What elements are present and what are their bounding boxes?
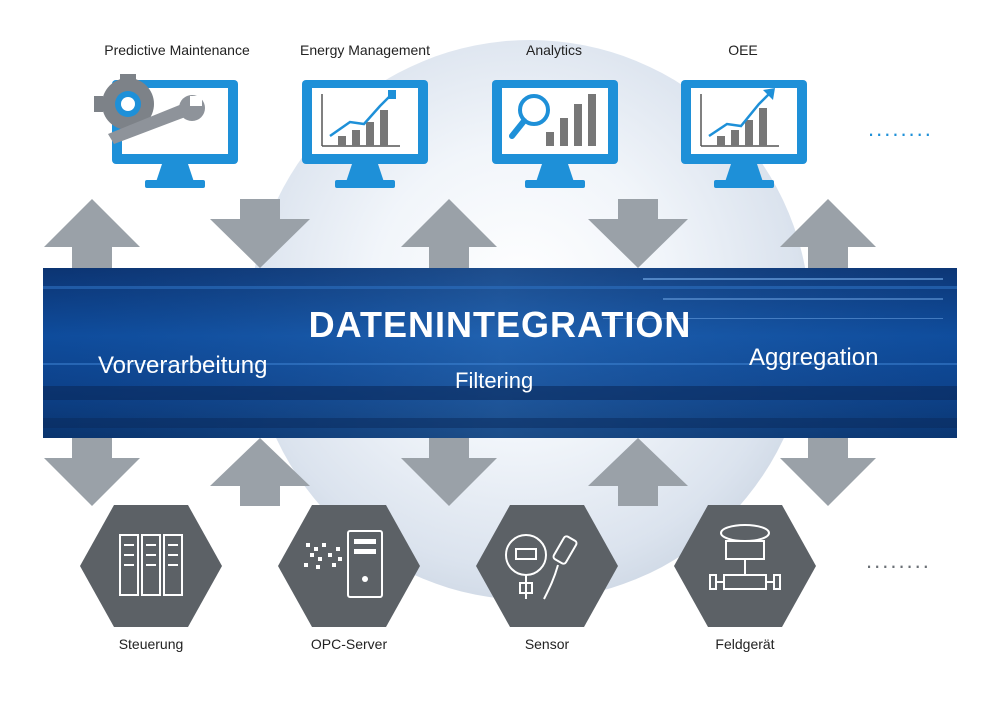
arrow-down-4	[401, 438, 497, 506]
hexagon-feldgeraet	[674, 505, 816, 627]
opc-server-icon	[304, 530, 383, 598]
band-texture	[43, 268, 957, 438]
band-title: DATENINTEGRATION	[308, 304, 692, 345]
label-filtering: Filtering	[455, 368, 534, 393]
oee-chart-icon	[700, 88, 779, 147]
label-predictive-maintenance: Predictive Maintenance	[104, 42, 250, 58]
label-energy-management: Energy Management	[300, 42, 430, 58]
arrow-up-2	[401, 199, 497, 268]
gear-wrench-icon	[94, 74, 205, 144]
data-integration-band: DATENINTEGRATION Vorverarbeitung Filteri…	[43, 268, 957, 438]
arrow-up-4	[210, 438, 310, 506]
lower-arrows	[44, 438, 876, 506]
server-racks-icon	[119, 534, 183, 596]
monitor-oee	[681, 80, 807, 188]
arrow-up-5	[588, 438, 688, 506]
analytics-magnifier-icon	[509, 94, 596, 146]
hexagon-sensor	[476, 505, 618, 627]
arrow-up-3	[780, 199, 876, 268]
upper-arrows	[44, 199, 876, 268]
monitor-energy-management	[302, 80, 428, 188]
label-oee: OEE	[728, 42, 758, 58]
label-sensor: Sensor	[524, 636, 570, 652]
label-aggregation: Aggregation	[749, 344, 879, 371]
label-vorverarbeitung: Vorverarbeitung	[98, 352, 268, 379]
field-device-icon	[709, 524, 781, 590]
hexagon-opc-server	[278, 505, 420, 627]
label-opc-server: OPC-Server	[310, 636, 388, 652]
sensor-icon	[505, 534, 578, 600]
hexagon-steuerung	[80, 505, 222, 627]
energy-chart-icon	[321, 90, 400, 147]
label-analytics: Analytics	[525, 42, 583, 58]
label-feldgeraet: Feldgerät	[715, 636, 775, 652]
arrow-down-5	[780, 438, 876, 506]
monitor-analytics	[492, 80, 618, 188]
arrow-up-1	[44, 199, 140, 268]
top-continuation-dots: ........	[868, 116, 933, 141]
arrow-down-1	[210, 199, 310, 268]
label-steuerung: Steuerung	[118, 636, 184, 652]
bottom-continuation-dots: ........	[866, 548, 931, 573]
arrow-down-3	[44, 438, 140, 506]
arrow-down-2	[588, 199, 688, 268]
monitor-predictive-maintenance	[94, 74, 238, 188]
